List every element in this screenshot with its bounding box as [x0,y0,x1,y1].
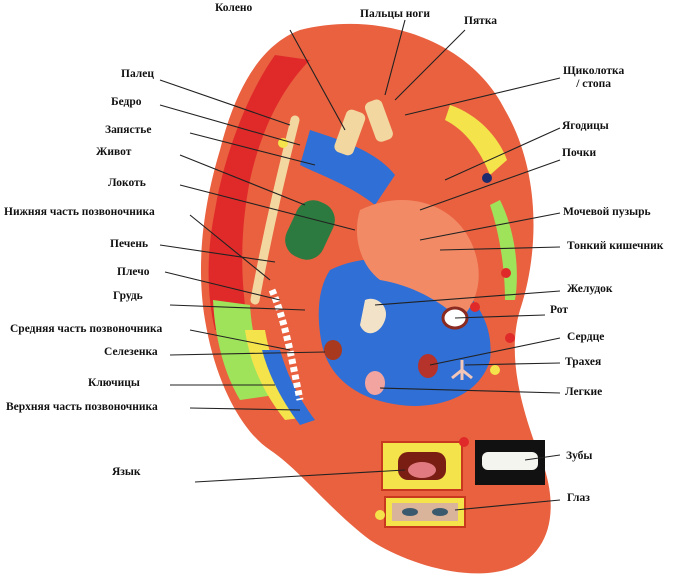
label-lower-spine: Нижняя часть позвоночника [4,206,155,218]
label-belly: Живот [96,146,132,158]
label-chest: Грудь [113,290,143,302]
label-finger: Палец [121,68,154,80]
label-middle-spine: Средняя часть позвоночника [10,323,163,335]
label-bladder: Мочевой пузырь [563,206,651,218]
label-trachea: Трахея [565,356,602,368]
point-red-3 [505,333,515,343]
blue-zone-upper [300,130,395,205]
point-red-1 [470,302,480,312]
label-ankle-foot: Щиколотка / стопа [563,65,625,90]
label-teeth: Зубы [566,450,593,462]
label-mouth: Рот [550,304,568,316]
eye-right [432,508,448,516]
eye-left [402,508,418,516]
lungs-image [365,371,385,395]
label-kidneys: Почки [562,147,597,159]
label-upper-spine: Верхняя часть позвоночника [6,401,158,413]
label-tongue: Язык [112,466,141,478]
label-heel: Пятка [464,15,498,27]
tongue-shape [408,462,436,478]
label-buttocks: Ягодицы [562,120,609,132]
point-navy-1 [482,173,492,183]
label-knee: Колено [215,2,253,14]
spleen-image [324,340,342,360]
leader-lines [159,19,561,511]
teeth-image [482,452,538,470]
label-spleen: Селезенка [104,346,158,358]
toes-image [334,109,366,156]
knee-image [364,99,393,142]
stomach-image [360,298,386,334]
label-wrist: Запястье [105,124,152,136]
label-heart: Сердце [567,331,605,343]
point-yellow-3 [375,510,385,520]
label-elbow: Локоть [108,177,146,189]
spine-image [268,288,304,401]
label-small-intestine: Тонкий кишечник [567,240,664,252]
point-yellow-1 [490,365,500,375]
label-collarbones: Ключицы [88,377,140,389]
label-liver: Печень [110,238,149,250]
eye-image [392,503,458,521]
blue-zone-lower-left [262,350,315,425]
label-lungs: Легкие [565,386,603,398]
label-stomach: Желудок [567,283,613,295]
trachea-image [451,360,473,380]
red-zone-rim [208,55,310,330]
label-eye: Глаз [567,492,590,504]
antihelix [356,200,479,320]
point-red-2 [501,268,511,278]
heart-image [418,354,438,378]
point-red-4 [459,437,469,447]
label-toes: Пальцы ноги [360,8,431,20]
yellow-zone-top-right [445,105,507,175]
label-thigh: Бедро [111,96,142,108]
label-shoulder: Плечо [117,266,150,278]
